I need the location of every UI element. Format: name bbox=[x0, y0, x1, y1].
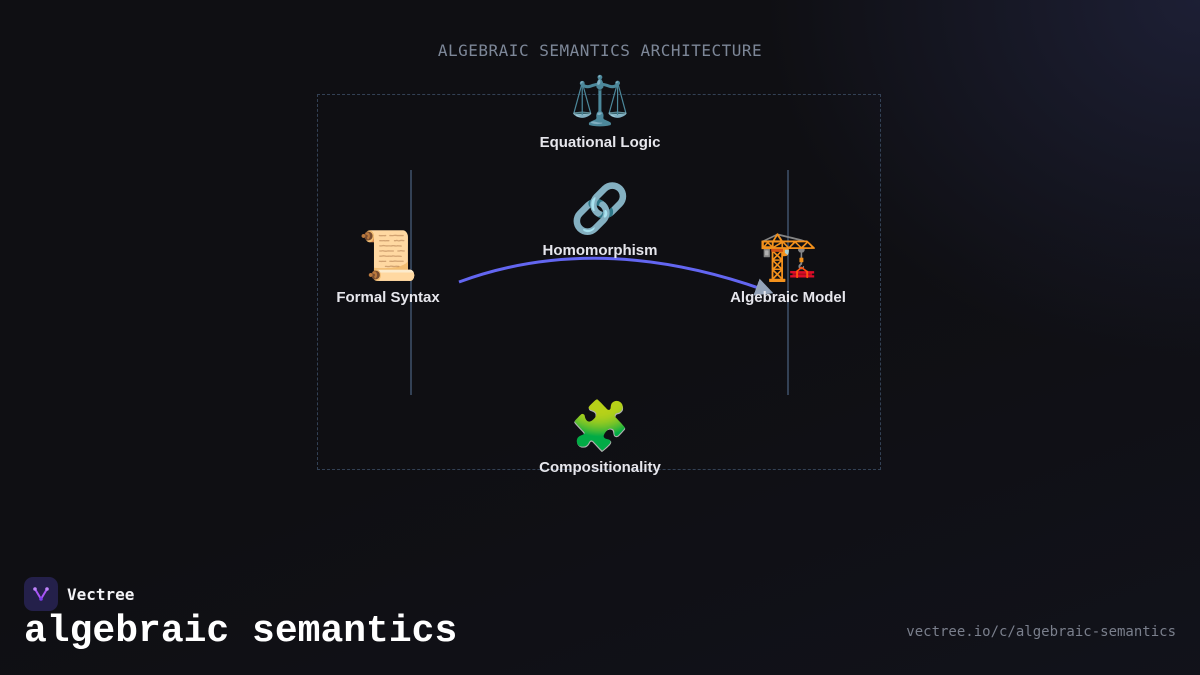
node-label-compositionality: Compositionality bbox=[539, 459, 661, 476]
tree-branch-icon bbox=[33, 587, 49, 601]
page-heading: algebraic semantics bbox=[24, 610, 458, 653]
node-label-equational-logic: Equational Logic bbox=[539, 134, 661, 151]
node-label-formal-syntax: Formal Syntax bbox=[336, 289, 440, 306]
diagram-title: ALGEBRAIC SEMANTICS ARCHITECTURE bbox=[437, 41, 763, 60]
balance-scale-icon: ⚖️ bbox=[570, 75, 630, 128]
brand: Vectree bbox=[24, 577, 134, 611]
node-algebraic-model: 🏗️ Algebraic Model bbox=[698, 229, 878, 306]
node-label-homomorphism: Homomorphism bbox=[542, 242, 658, 259]
crane-icon: 🏗️ bbox=[758, 230, 818, 283]
scroll-icon: 📜 bbox=[358, 230, 418, 283]
brand-name: Vectree bbox=[67, 584, 135, 604]
node-formal-syntax: 📜 Formal Syntax bbox=[298, 229, 478, 306]
vectree-logo-icon bbox=[24, 577, 58, 611]
page-url[interactable]: vectree.io/c/algebraic-semantics bbox=[906, 624, 1176, 640]
puzzle-piece-icon: 🧩 bbox=[570, 400, 630, 453]
link-icon: 🔗 bbox=[570, 183, 630, 236]
node-equational-logic: ⚖️ Equational Logic bbox=[510, 74, 690, 151]
node-homomorphism: 🔗 Homomorphism bbox=[510, 182, 690, 259]
architecture-frame bbox=[317, 94, 881, 470]
homomorphism-arrow bbox=[458, 256, 774, 296]
node-label-algebraic-model: Algebraic Model bbox=[730, 289, 846, 306]
node-compositionality: 🧩 Compositionality bbox=[510, 399, 690, 476]
